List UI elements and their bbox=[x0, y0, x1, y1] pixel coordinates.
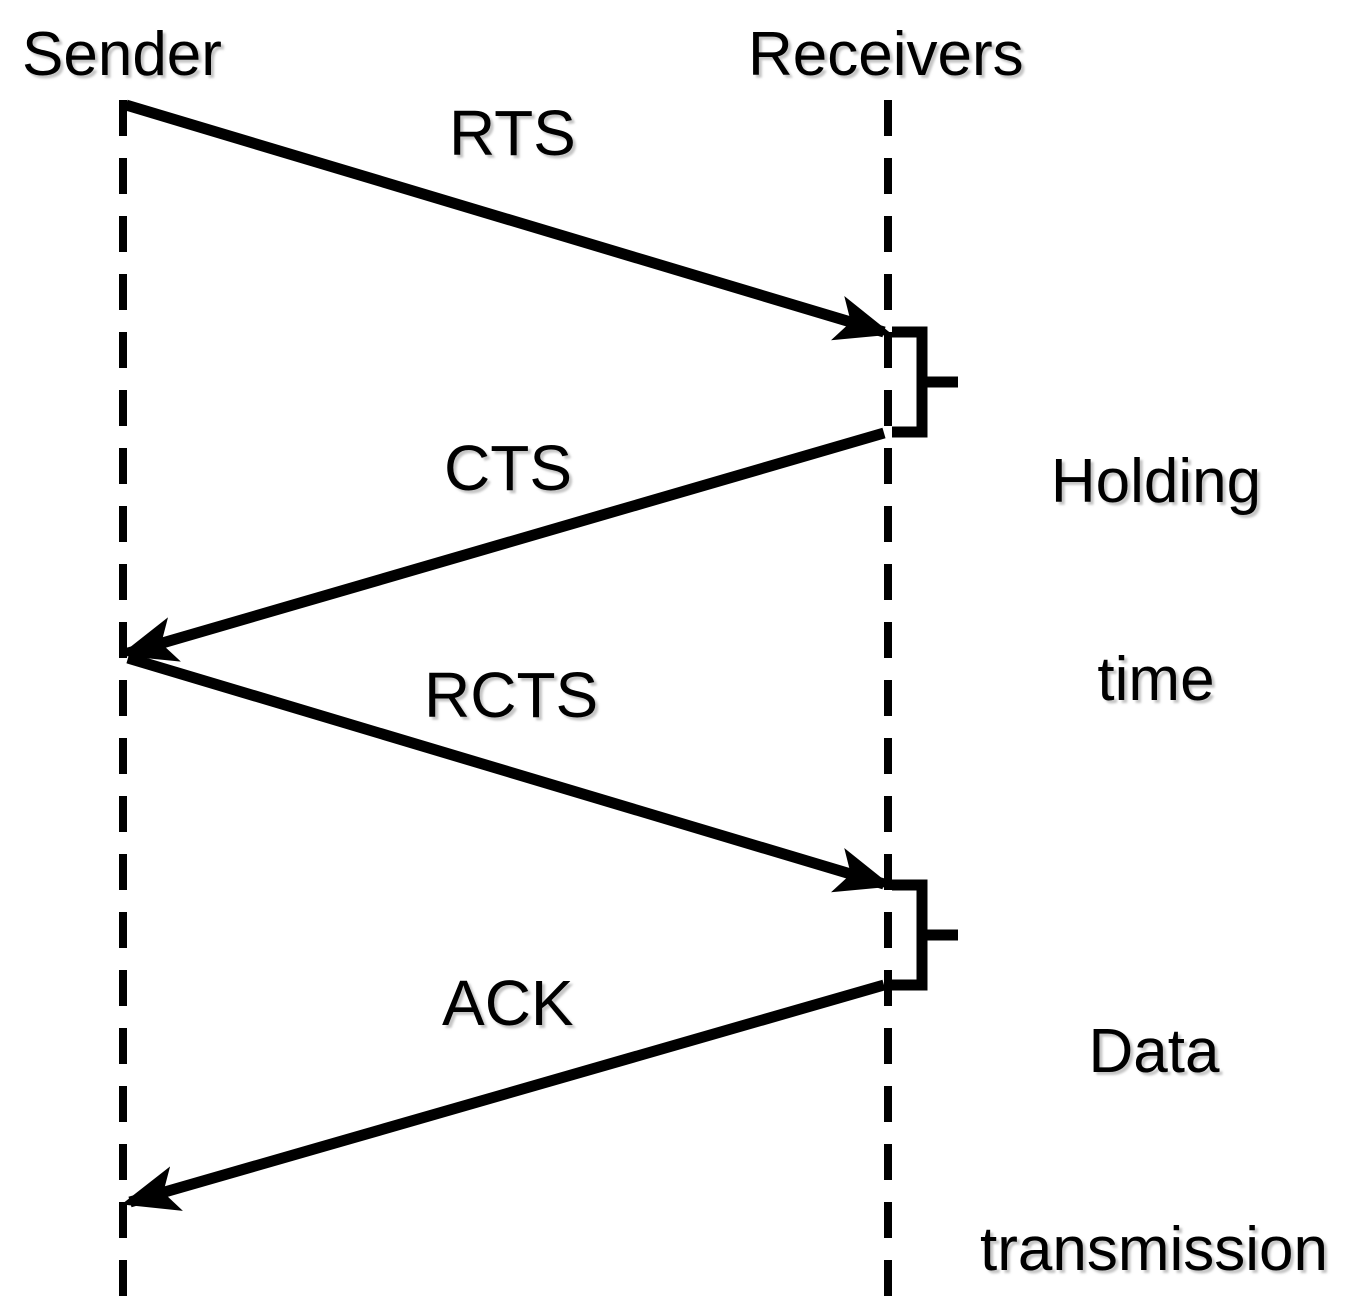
lifeline-label-receivers: Receivers bbox=[748, 20, 1024, 89]
bracket-label-holding-time-line1: Holding bbox=[1050, 447, 1262, 517]
message-label-cts: CTS bbox=[444, 432, 572, 504]
message-label-ack: ACK bbox=[442, 967, 574, 1039]
message-arrow-group bbox=[119, 99, 893, 1211]
bracket-data-transmission bbox=[892, 879, 958, 991]
bracket-group bbox=[892, 326, 958, 991]
bracket-label-data-transmission-line2: transmission bbox=[980, 1214, 1328, 1284]
bracket-label-holding-time-line2: time bbox=[1097, 644, 1215, 714]
lifeline-label-sender: Sender bbox=[22, 20, 222, 89]
message-label-rcts: RCTS bbox=[424, 659, 599, 731]
bracket-label-holding-time: Holding time bbox=[1026, 318, 1286, 844]
bracket-holding-time bbox=[892, 326, 958, 438]
bracket-label-data-transmission: Data transmission bbox=[960, 888, 1348, 1308]
message-arrow-cts bbox=[119, 427, 886, 662]
bracket-label-data-transmission-line1: Data bbox=[1088, 1017, 1220, 1087]
message-arrow-ack bbox=[121, 979, 886, 1211]
message-arrow-rcts bbox=[126, 652, 893, 893]
message-arrow-rts bbox=[124, 99, 893, 341]
message-label-rts: RTS bbox=[449, 97, 576, 169]
